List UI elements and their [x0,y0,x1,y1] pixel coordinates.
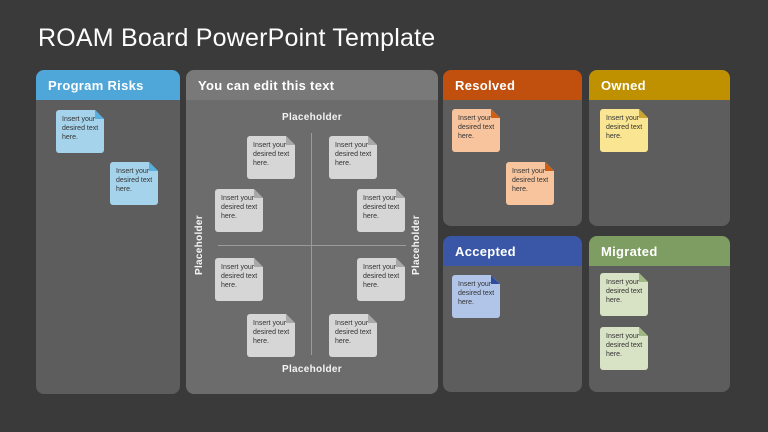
sticky-note[interactable]: Insert your desired text here. [329,136,377,179]
quadrant-vertical-axis [311,133,312,355]
sticky-note[interactable]: Insert your desired text here. [452,109,500,152]
panel-program-risks-body: Insert your desired text here. Insert yo… [36,100,180,394]
folded-corner-icon [149,162,158,171]
folded-corner-icon [639,109,648,118]
folded-corner-icon [545,162,554,171]
sticky-note[interactable]: Insert your desired text here. [600,327,648,370]
panel-migrated-title: Migrated [601,243,658,259]
panel-accepted-title: Accepted [455,243,516,259]
folded-corner-icon [254,258,263,267]
panel-program-risks-header: Program Risks [36,70,180,100]
sticky-note[interactable]: Insert your desired text here. [452,275,500,318]
folded-corner-icon [491,275,500,284]
sticky-note[interactable]: Insert your desired text here. [247,314,295,357]
folded-corner-icon [639,273,648,282]
panel-program-risks: Program Risks Insert your desired text h… [36,70,180,394]
sticky-note[interactable]: Insert your desired text here. [357,189,405,232]
sticky-note[interactable]: Insert your desired text here. [357,258,405,301]
folded-corner-icon [368,314,377,323]
panel-quadrant-body [186,100,438,394]
slide-title: ROAM Board PowerPoint Template [38,24,436,52]
panel-accepted-body: Insert your desired text here. [443,266,582,392]
panel-resolved-header: Resolved [443,70,582,100]
folded-corner-icon [254,189,263,198]
folded-corner-icon [396,258,405,267]
panel-quadrant: You can edit this text Placeholder Place… [186,70,438,394]
folded-corner-icon [639,327,648,336]
panel-owned-body: Insert your desired text here. [589,100,730,226]
panel-migrated-header: Migrated [589,236,730,266]
sticky-note[interactable]: Insert your desired text here. [506,162,554,205]
panel-accepted-header: Accepted [443,236,582,266]
panel-program-risks-title: Program Risks [48,77,144,93]
sticky-note[interactable]: Insert your desired text here. [600,273,648,316]
panel-resolved-title: Resolved [455,77,516,93]
panel-owned-header: Owned [589,70,730,100]
placeholder-label-left[interactable]: Placeholder [194,215,205,275]
folded-corner-icon [368,136,377,145]
placeholder-label-top[interactable]: Placeholder [282,112,342,123]
folded-corner-icon [286,136,295,145]
panel-owned: Owned Insert your desired text here. [589,70,730,226]
panel-accepted: Accepted Insert your desired text here. [443,236,582,392]
panel-migrated: Migrated Insert your desired text here. … [589,236,730,392]
panel-quadrant-header[interactable]: You can edit this text [186,70,438,100]
folded-corner-icon [286,314,295,323]
folded-corner-icon [396,189,405,198]
panel-resolved-body: Insert your desired text here. Insert yo… [443,100,582,226]
sticky-note[interactable]: Insert your desired text here. [215,258,263,301]
placeholder-label-bottom[interactable]: Placeholder [282,364,342,375]
placeholder-label-right[interactable]: Placeholder [411,215,422,275]
folded-corner-icon [491,109,500,118]
sticky-note[interactable]: Insert your desired text here. [329,314,377,357]
sticky-note[interactable]: Insert your desired text here. [247,136,295,179]
panel-resolved: Resolved Insert your desired text here. … [443,70,582,226]
panel-migrated-body: Insert your desired text here. Insert yo… [589,266,730,392]
panel-owned-title: Owned [601,77,646,93]
quadrant-horizontal-axis [218,245,406,246]
folded-corner-icon [95,110,104,119]
sticky-note[interactable]: Insert your desired text here. [600,109,648,152]
panel-quadrant-title: You can edit this text [198,77,335,93]
sticky-note[interactable]: Insert your desired text here. [215,189,263,232]
